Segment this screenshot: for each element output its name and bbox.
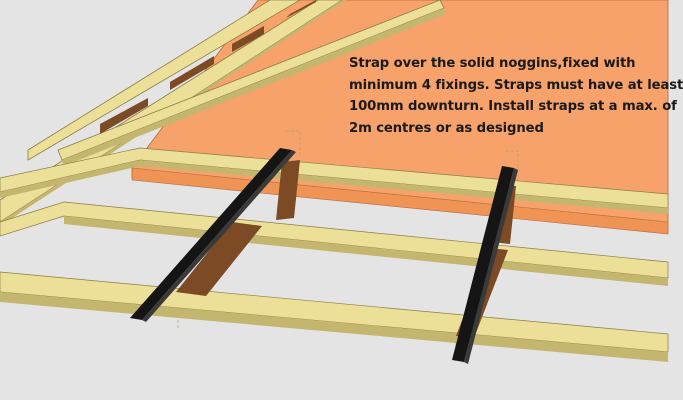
strap-left [130,148,292,320]
noggin [176,222,262,296]
rafter [27,0,301,161]
joist-3 [0,271,669,353]
joist-3-side [0,292,668,362]
strap-right-edge [464,168,518,364]
strap-left-edge [142,150,296,322]
note-line: Strap over the solid noggins,fixed with [349,56,636,71]
rafter-blocking [100,0,316,134]
strap-right [452,166,514,362]
roof-framing-diagram [0,0,669,364]
joist-2-side [64,216,668,286]
restraint-straps [130,148,518,364]
noggin [276,160,300,220]
note-line: minimum 4 fixings. Straps must have at l… [349,77,683,93]
installation-note: Strap over the solid noggins,fixed with … [349,53,683,139]
note-line: 100mm downturn. Install straps at a max.… [349,99,677,114]
note-line: 2m centres or as designed [349,120,544,136]
rafter-upper-side [62,8,446,166]
